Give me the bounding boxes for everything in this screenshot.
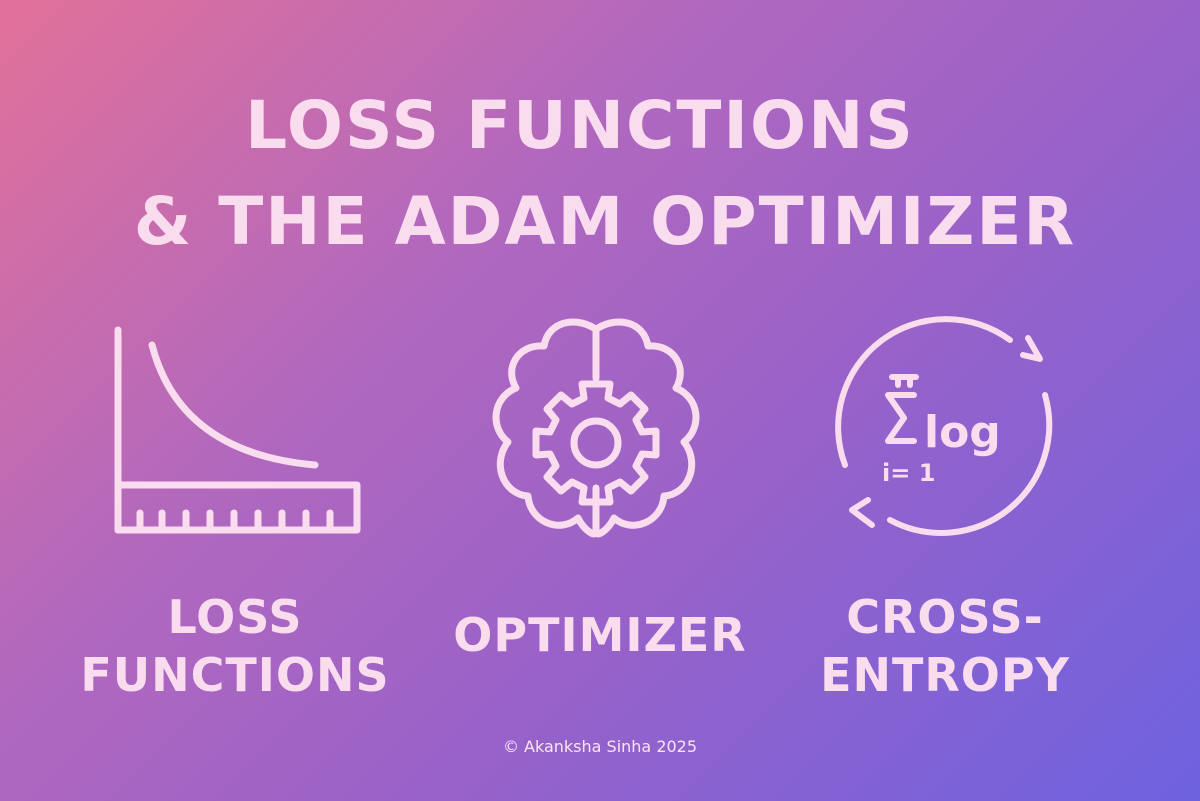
sum-log-cycle-icon: log i= 1 <box>830 315 1060 545</box>
title-line-1: LOSS FUNCTIONS <box>245 87 915 164</box>
label-loss-functions-line-2: FUNCTIONS <box>80 648 390 702</box>
copyright-footer: © Akanksha Sinha 2025 <box>502 737 698 756</box>
log-text: log <box>924 407 1001 458</box>
title-line-2: & THE ADAM OPTIMIZER <box>133 183 1077 260</box>
label-optimizer-line-1: OPTIMIZER <box>453 608 747 662</box>
label-loss-functions-line-1: LOSS <box>167 590 303 644</box>
page-title: LOSS FUNCTIONS & THE ADAM OPTIMIZER <box>0 78 1200 270</box>
sum-subscript: i= 1 <box>882 459 935 487</box>
brain-gear-icon <box>486 318 706 543</box>
label-optimizer: OPTIMIZER <box>430 606 770 664</box>
loss-curve-icon <box>110 325 370 545</box>
label-loss-functions: LOSS FUNCTIONS <box>60 588 410 704</box>
label-cross-entropy-line-1: CROSS- <box>846 590 1044 644</box>
label-cross-entropy-line-2: ENTROPY <box>820 648 1070 702</box>
label-cross-entropy: CROSS- ENTROPY <box>795 588 1095 704</box>
